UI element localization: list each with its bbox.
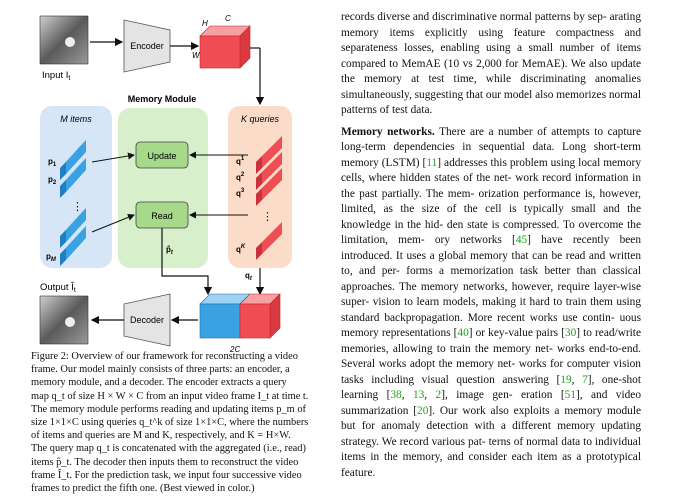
- text-line: answering [19, 7], one-shot learning [38…: [341, 373, 641, 402]
- read-label: Read: [151, 211, 173, 221]
- caption-line: frames to predict the fifth one. (Best v…: [31, 483, 255, 495]
- text-line: and separateness losses, enabling using …: [341, 26, 641, 55]
- text-line: items compared to MemAE (10 vs 2,000 for…: [341, 42, 641, 70]
- memory-module-title: Memory Module: [128, 94, 197, 104]
- citation-link[interactable]: 2: [435, 389, 442, 401]
- m-items-panel: [40, 106, 112, 268]
- text-line: den state is compressed. To overcome the…: [341, 218, 641, 247]
- query-dots: ⋮: [262, 211, 273, 223]
- citation-link[interactable]: 13: [412, 389, 425, 401]
- text-line: vision to learn models, making it hard t…: [372, 296, 641, 308]
- label-h: H: [202, 19, 208, 28]
- label-phat: p̂t: [166, 245, 174, 256]
- decoder-label: Decoder: [130, 315, 164, 325]
- caption-line: map q_t of size H × W × C from an input …: [31, 390, 309, 402]
- text-line: arating memory items explicitly using fe…: [341, 11, 641, 39]
- text-line: work record information in the past part…: [341, 172, 641, 200]
- caption-line: of items and queries are M and K, respec…: [31, 430, 291, 442]
- text-line: the cell is typically small and the know…: [341, 203, 642, 231]
- text-line: consider each item as a prototypical fea…: [341, 451, 641, 479]
- output-label: Output Ît: [40, 282, 76, 294]
- text-line: eration [51], and video summarization [2…: [341, 389, 642, 417]
- k-queries-label: K queries: [241, 114, 280, 124]
- caption-line: The memory module performs reading and u…: [31, 403, 306, 415]
- text-line: uous memory representations [40] or key-…: [341, 311, 641, 340]
- query-q1: q1: [236, 156, 245, 166]
- text-line: terns of normal data to individual items…: [341, 435, 641, 464]
- m-items-label: M items: [60, 114, 92, 124]
- text-line: capture long-term dependencies in sequen…: [341, 125, 641, 154]
- item-p1: p1: [48, 157, 57, 168]
- text-line: exploits a memory module but for anomaly…: [341, 404, 642, 433]
- query-items: [256, 136, 282, 260]
- caption-line: items p̂_t. The decoder then inputs them…: [31, 456, 299, 468]
- output-frame: [39, 295, 89, 345]
- label-w: W: [192, 51, 201, 60]
- query-map-cube: [199, 25, 251, 69]
- k-queries-panel: [228, 106, 292, 268]
- citation-link[interactable]: 11: [426, 156, 438, 169]
- text-line: using local memory cells, where hidden s…: [341, 156, 642, 185]
- right-column: records diverse and discriminative norma…: [341, 10, 641, 481]
- encoder-label: Encoder: [130, 41, 164, 51]
- citation-link[interactable]: 20: [417, 404, 429, 417]
- item-dots: ⋮: [72, 201, 83, 213]
- caption-line: size 1×1×C using queries q_t^k of size 1…: [31, 417, 309, 429]
- concatenated-cube: [199, 293, 281, 339]
- text-line: different memory updating strategy. We r…: [341, 420, 641, 448]
- citation-link[interactable]: 7: [582, 373, 588, 386]
- memory-networks-paragraph: Memory networks. There are a number of a…: [341, 125, 641, 482]
- citation-link[interactable]: 51: [564, 389, 576, 401]
- framework-diagram: Input It Encoder H C W Memory Module M i…: [30, 12, 335, 357]
- section-heading: Memory networks.: [341, 125, 435, 138]
- caption-line: frame Î_t. For the prediction task, we i…: [31, 469, 302, 481]
- item-p2: p2: [48, 175, 57, 186]
- query-q2: q2: [236, 172, 245, 182]
- text-line: works for computer vision tasks includin…: [341, 358, 641, 386]
- caption-line: memory module, and a decoder. The encode…: [31, 377, 287, 389]
- citation-link[interactable]: 40: [457, 327, 469, 339]
- text-line: memorizes normal patterns of test data.: [341, 88, 641, 117]
- query-q3: q3: [236, 188, 245, 198]
- text-line: records diverse and discriminative norma…: [341, 11, 610, 23]
- text-line: also update the memory at test time, whi…: [341, 57, 641, 86]
- text-line: anomalies simultaneously, suggesting tha…: [341, 73, 641, 101]
- citation-link[interactable]: 30: [564, 327, 577, 339]
- text-line: The memory networks, however, require la…: [341, 280, 641, 309]
- input-frame: [39, 15, 89, 65]
- label-2c: 2C: [229, 345, 240, 354]
- caption-line: frame. Our model mainly consists of thre…: [31, 364, 290, 376]
- citation-link[interactable]: 19: [560, 373, 572, 386]
- input-label: Input It: [42, 70, 70, 82]
- caption-line: Figure 2: Overview of our framework for …: [31, 351, 298, 362]
- citation-link[interactable]: 45: [515, 234, 528, 246]
- item-pm: pM: [46, 252, 57, 263]
- update-box: [135, 141, 189, 169]
- text-line: a global memory that can be read and wri…: [341, 249, 641, 278]
- intro-paragraph: records diverse and discriminative norma…: [341, 10, 641, 119]
- text-line: There are a number of attempts to: [439, 125, 608, 138]
- citation-link[interactable]: 38: [390, 389, 402, 401]
- text-line: to read/write memories, allowing to trai…: [341, 327, 641, 355]
- text-line: orization performance is, however, limit…: [341, 187, 641, 216]
- label-qt: qt: [245, 271, 253, 282]
- update-label: Update: [147, 151, 176, 161]
- encoder-block: [123, 19, 171, 73]
- query-qk: qK: [236, 244, 246, 254]
- text-line: works end-to-end. Several works adopt th…: [341, 342, 641, 371]
- text-line: short-term memory (LSTM) [11] addresses …: [341, 141, 641, 169]
- text-line: forms a memorization task better than cl…: [341, 265, 641, 293]
- text-line: standard backpropagation. More recent wo…: [341, 311, 620, 324]
- memory-items: [60, 140, 86, 266]
- text-line: ory networks [45] have recently been int…: [341, 234, 641, 262]
- figure-caption: Figure 2: Overview of our framework for …: [31, 350, 341, 495]
- label-c: C: [225, 14, 231, 23]
- caption-line: The query map q_t is concatenated with t…: [31, 443, 306, 455]
- decoder-block: [123, 293, 171, 347]
- memory-module-panel: [118, 108, 208, 268]
